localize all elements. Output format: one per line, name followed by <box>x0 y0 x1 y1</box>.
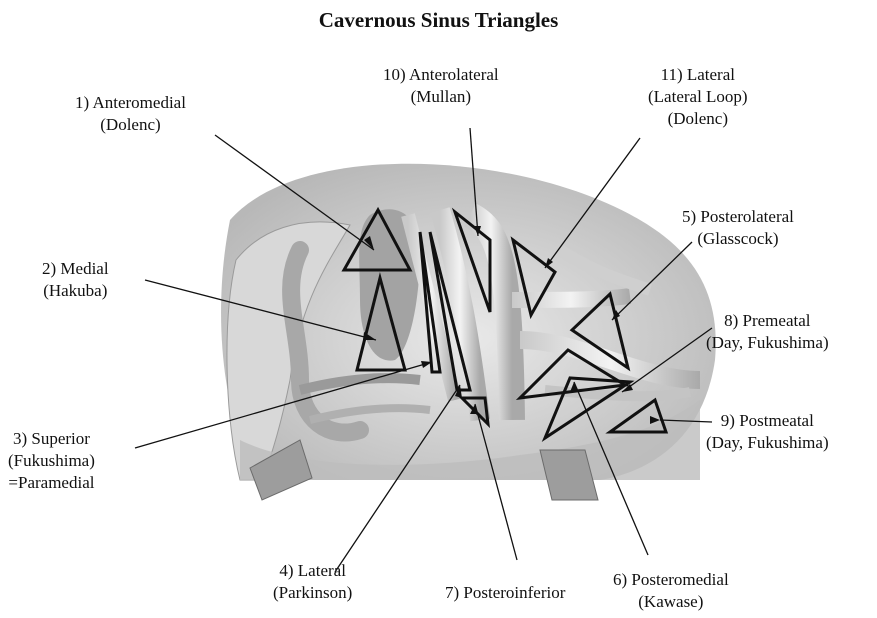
label-medial: 2) Medial (Hakuba) <box>42 258 109 302</box>
label-text: 6) Posteromedial <box>613 569 729 591</box>
label-text: (Day, Fukushima) <box>706 332 829 354</box>
label-posteroinferior: 7) Posteroinferior <box>445 582 565 604</box>
label-postmeatal: 9) Postmeatal (Day, Fukushima) <box>706 410 829 454</box>
label-text: (Kawase) <box>613 591 729 613</box>
label-text: 7) Posteroinferior <box>445 582 565 604</box>
label-text: 9) Postmeatal <box>706 410 829 432</box>
label-lateral-loop: 11) Lateral (Lateral Loop) (Dolenc) <box>648 64 748 130</box>
label-text: (Mullan) <box>383 86 499 108</box>
label-text: (Hakuba) <box>42 280 109 302</box>
label-text: =Paramedial <box>8 472 95 494</box>
label-posterolateral: 5) Posterolateral (Glasscock) <box>682 206 794 250</box>
label-text: 3) Superior <box>8 428 95 450</box>
label-posteromedial: 6) Posteromedial (Kawase) <box>613 569 729 613</box>
label-text: 11) Lateral <box>648 64 748 86</box>
label-text: 1) Anteromedial <box>75 92 186 114</box>
label-text: (Dolenc) <box>75 114 186 136</box>
label-anteromedial: 1) Anteromedial (Dolenc) <box>75 92 186 136</box>
label-anterolateral: 10) Anterolateral (Mullan) <box>383 64 499 108</box>
label-text: (Fukushima) <box>8 450 95 472</box>
label-text: 2) Medial <box>42 258 109 280</box>
label-text: (Day, Fukushima) <box>706 432 829 454</box>
label-text: (Lateral Loop) <box>648 86 748 108</box>
label-lateral-parkinson: 4) Lateral (Parkinson) <box>273 560 352 604</box>
label-text: (Glasscock) <box>682 228 794 250</box>
label-superior: 3) Superior (Fukushima) =Paramedial <box>8 428 95 494</box>
label-text: (Parkinson) <box>273 582 352 604</box>
label-text: 4) Lateral <box>273 560 352 582</box>
label-text: (Dolenc) <box>648 108 748 130</box>
label-text: 5) Posterolateral <box>682 206 794 228</box>
label-premeatal: 8) Premeatal (Day, Fukushima) <box>706 310 829 354</box>
label-text: 8) Premeatal <box>706 310 829 332</box>
label-text: 10) Anterolateral <box>383 64 499 86</box>
